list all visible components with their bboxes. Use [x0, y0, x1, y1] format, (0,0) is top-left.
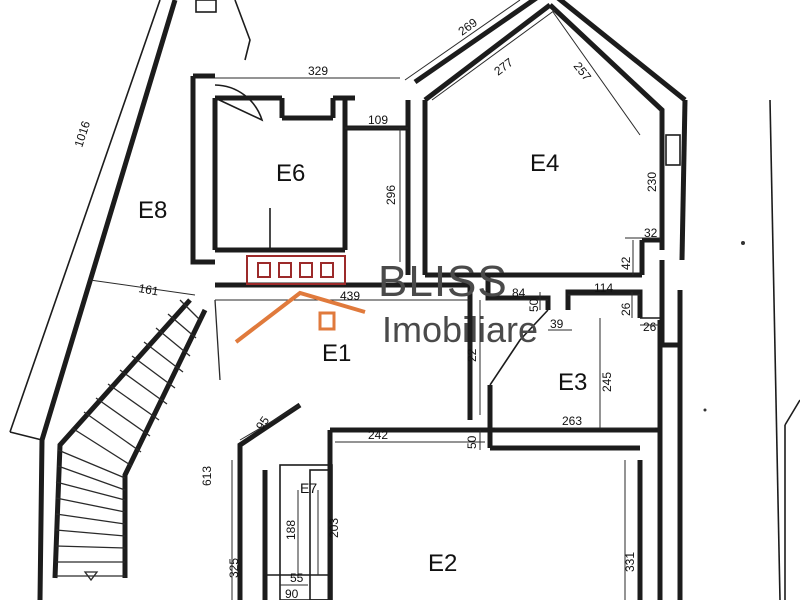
dim-325: 325 [227, 558, 241, 578]
dim-50b: 50 [465, 435, 479, 449]
scan-mark [741, 241, 745, 245]
logo-sub-text: Imobiliare [382, 309, 538, 350]
dimension-lines [89, 0, 661, 600]
dim-55: 55 [290, 571, 304, 585]
dim-84: 84 [512, 286, 526, 300]
dim-22: 22 [465, 348, 479, 362]
dim-50a: 50 [527, 298, 541, 312]
watermark-logo: BLISS Imobiliare [234, 255, 538, 350]
dim-188: 188 [284, 520, 298, 540]
dim-39: 39 [550, 317, 564, 331]
dim-114: 114 [594, 281, 613, 295]
dim-245: 245 [600, 372, 614, 392]
dim-161: 161 [137, 281, 159, 298]
room-label-e7: E7 [300, 480, 317, 496]
logo-window [278, 262, 292, 278]
dim-203: 203 [327, 518, 341, 538]
room-label-e3: E3 [558, 369, 587, 396]
dim-329: 329 [308, 64, 328, 78]
logo-window [257, 262, 271, 278]
dim-95: 95 [253, 413, 272, 432]
dim-90: 90 [285, 587, 299, 600]
dim-263: 263 [562, 414, 582, 428]
logo-house-window [318, 311, 336, 331]
dim-26b: 26 [643, 320, 657, 334]
room-label-e4: E4 [530, 150, 559, 177]
scan-mark [703, 408, 707, 412]
dim-269: 269 [456, 15, 481, 38]
dim-26a: 26 [619, 302, 633, 316]
room-label-e8: E8 [138, 197, 167, 224]
logo-house-roof [234, 290, 366, 344]
dim-109: 109 [368, 113, 388, 127]
dim-296: 296 [384, 185, 398, 205]
dim-613: 613 [200, 466, 214, 486]
dim-230: 230 [645, 172, 659, 192]
staircase [52, 298, 221, 582]
dimension-labels: 329 269 277 257 1016 109 296 230 32 42 1… [72, 15, 659, 600]
dim-331: 331 [623, 552, 637, 572]
dim-277: 277 [491, 55, 516, 78]
logo-frame [246, 255, 346, 285]
room-label-e6: E6 [276, 160, 305, 187]
room-label-e1: E1 [322, 340, 351, 367]
logo-brand-text: BLISS [378, 257, 508, 306]
dim-257: 257 [571, 59, 595, 84]
logo-window [320, 262, 334, 278]
dim-42: 42 [619, 256, 633, 270]
walls [9, 0, 800, 600]
dim-439: 439 [340, 289, 360, 303]
dim-1016: 1016 [72, 119, 94, 149]
room-label-e2: E2 [428, 550, 457, 577]
dim-32: 32 [644, 226, 658, 240]
dim-242: 242 [368, 428, 388, 442]
logo-window [299, 262, 313, 278]
